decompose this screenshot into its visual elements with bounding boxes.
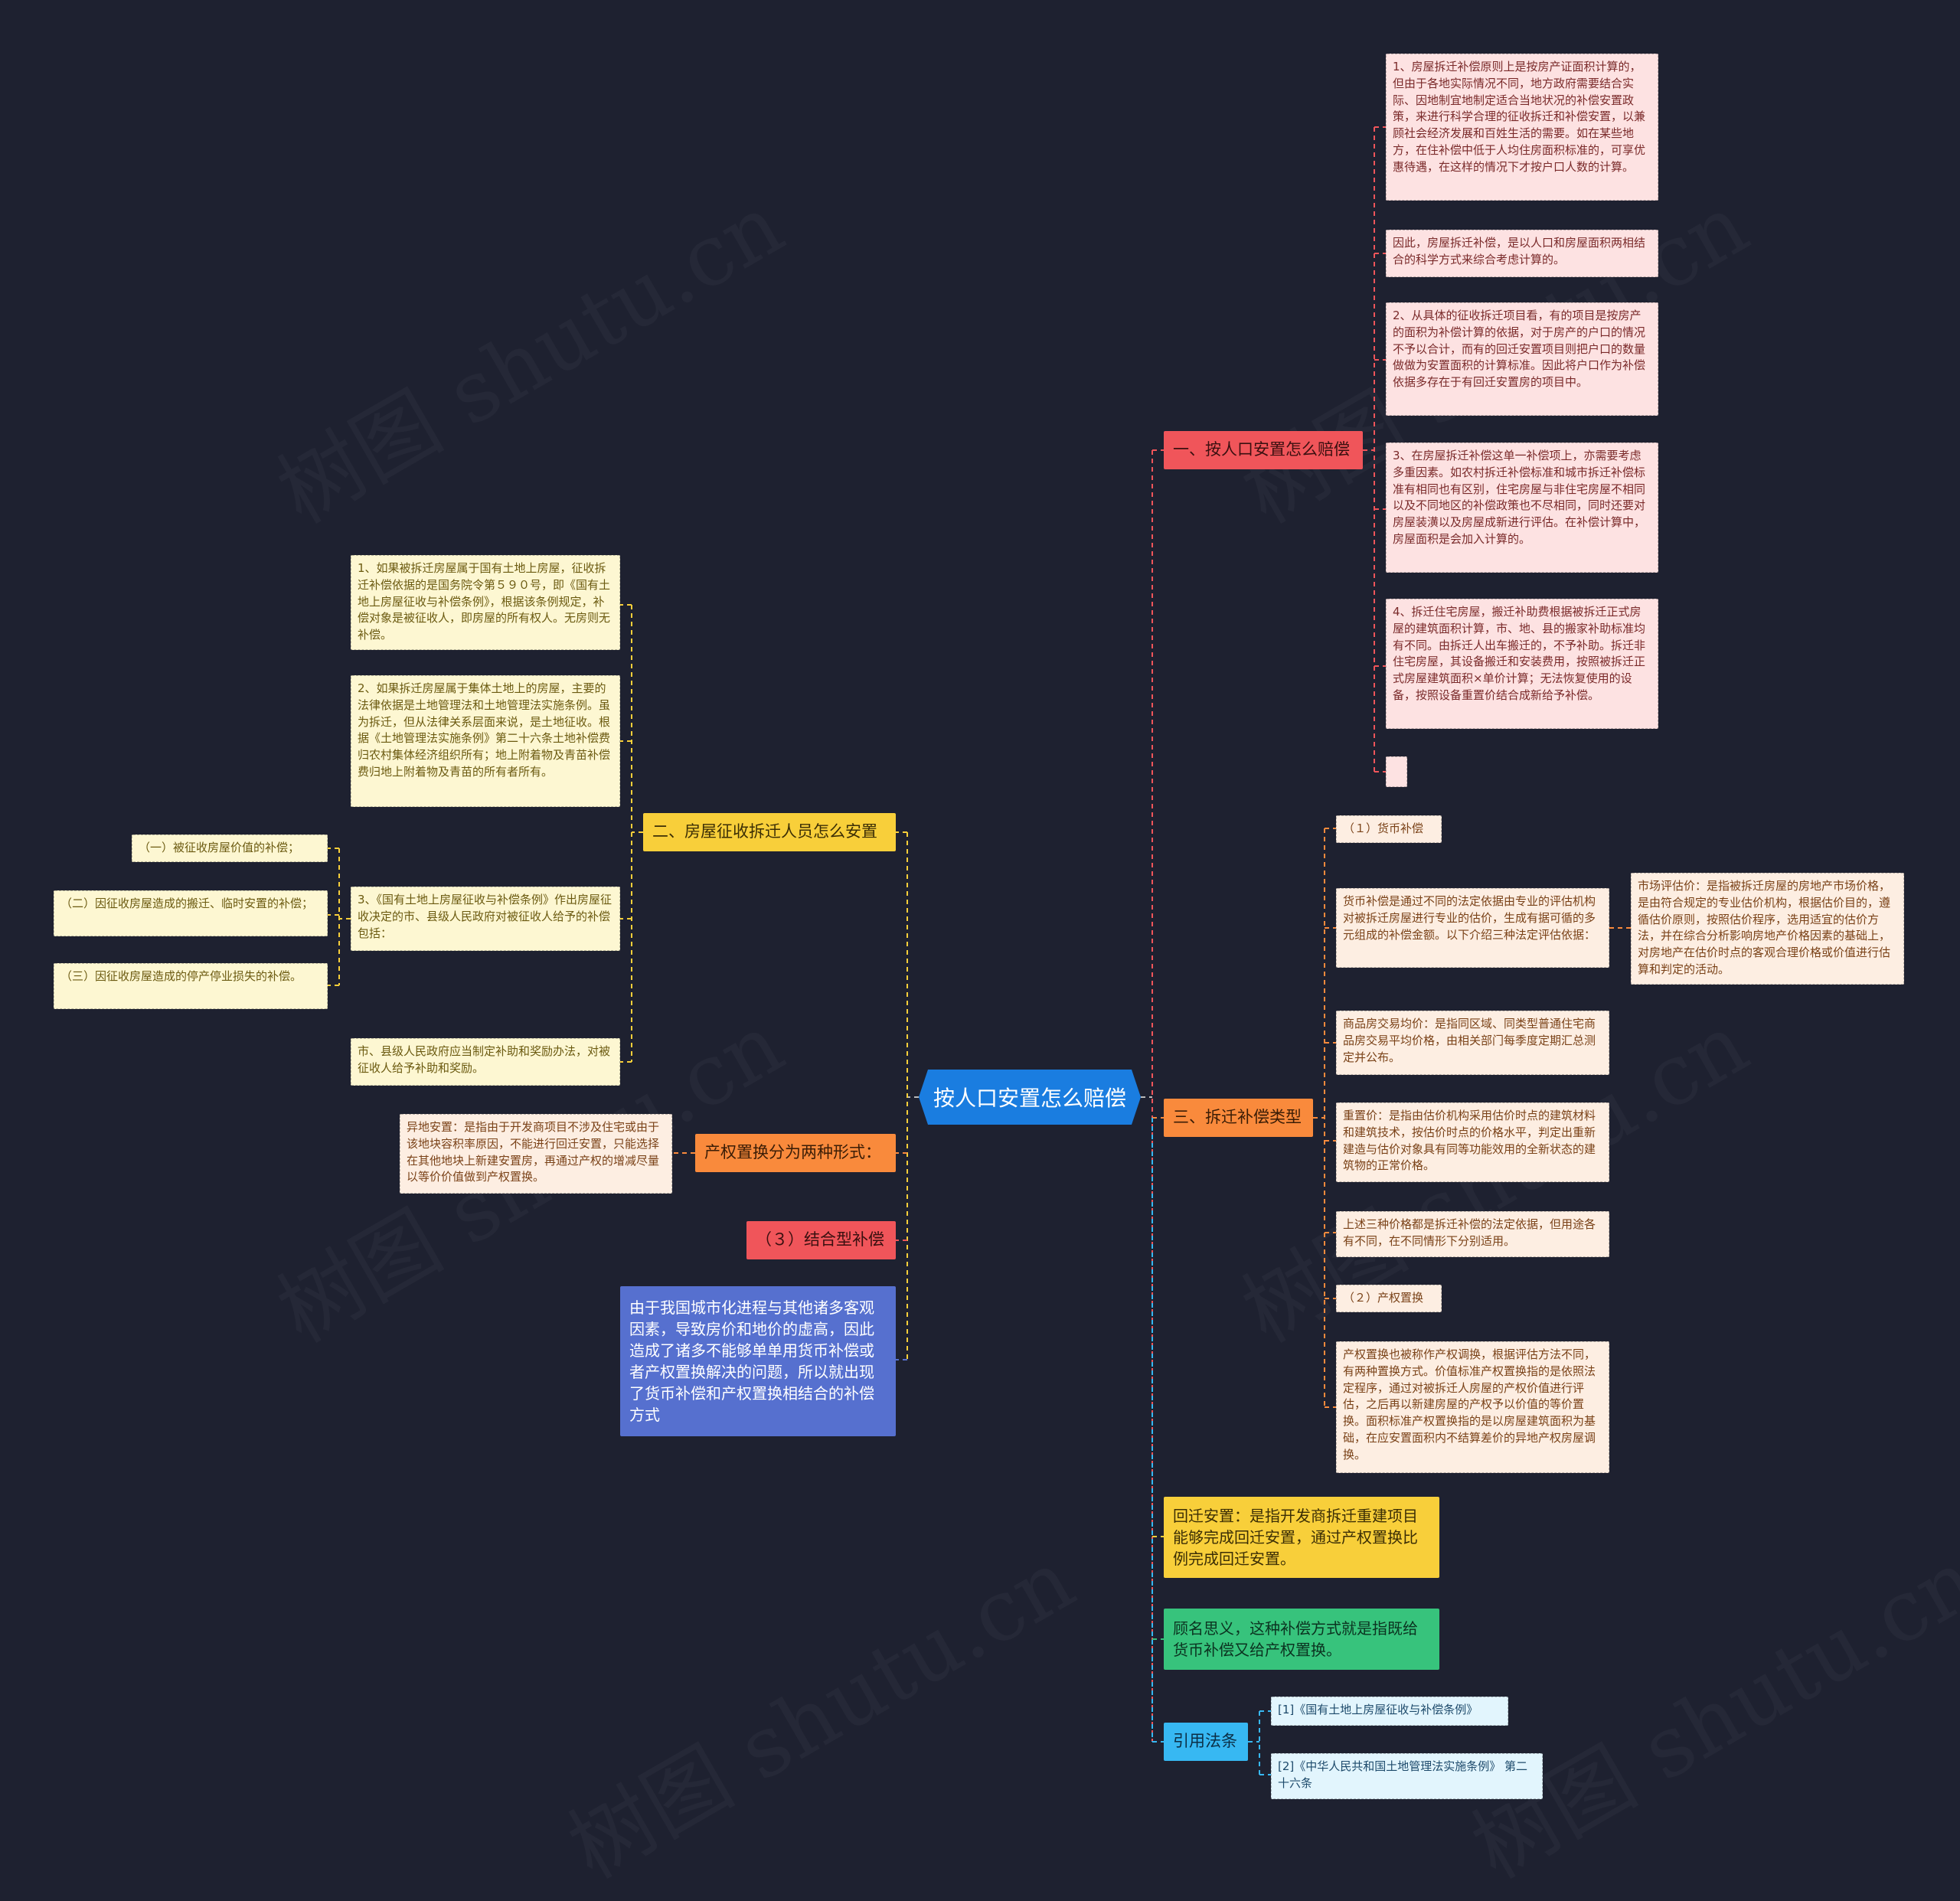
leaf-subsidy-reward: 市、县级人民政府应当制定补助和奖励办法，对被征收人给予补助和奖励。 [351, 1038, 620, 1086]
branch-combined-meaning[interactable]: 顾名思义，这种补偿方式就是指既给货币补偿又给产权置换。 [1164, 1609, 1439, 1670]
root-topic[interactable]: 按人口安置怎么赔偿 [919, 1070, 1141, 1125]
leaf-replacement-price: 重置价：是指由估价机构采用估价时点的建筑材料和建筑技术，按估价时点的价格水平，判… [1336, 1102, 1609, 1182]
branch-cited-laws[interactable]: 引用法条 [1164, 1723, 1248, 1761]
leaf-combined-method: 因此，房屋拆迁补偿，是以人口和房屋面积两相结合的科学方式来综合考虑计算的。 [1386, 230, 1658, 277]
leaf-off-site-resettlement: 异地安置：是指由于开发商项目不涉及住宅或由于该地块容积率原因，不能进行回迁安置，… [400, 1114, 672, 1194]
leaf-market-valuation: 市场评估价：是指被拆迁房屋的房地产市场价格，是由符合规定的专业估价机构，根据估价… [1631, 873, 1904, 985]
leaf-compensation-principle: 1、房屋拆迁补偿原则上是按房产证面积计算的，但由于各地实际情况不同，地方政府需要… [1386, 54, 1658, 201]
leaf-average-price: 商品房交易均价：是指同区域、同类型普通住宅商品房交易平均价格，由相关部门每季度定… [1336, 1011, 1609, 1075]
leaf-sub-house-value: （一）被征收房屋价值的补偿； [132, 835, 328, 862]
branch-property-exchange-forms[interactable]: 产权置换分为两种形式： [695, 1134, 896, 1172]
branch-compensation-types[interactable]: 三、拆迁补偿类型 [1164, 1099, 1313, 1137]
leaf-project-basis: 2、从具体的征收拆迁项目看，有的项目是按房产的面积为补偿计算的依据，对于房产的户… [1386, 302, 1658, 416]
leaf-empty [1386, 756, 1407, 787]
branch-combined-compensation[interactable]: （３）结合型补偿 [746, 1221, 896, 1259]
leaf-property-exchange: （２）产权置换 [1336, 1285, 1442, 1312]
branch-resettlement[interactable]: 二、房屋征收拆迁人员怎么安置 [643, 813, 896, 851]
leaf-collective-land: 2、如果拆迁房屋属于集体土地上的房屋，主要的法律依据是土地管理法和土地管理法实施… [351, 675, 620, 807]
branch-urbanization-reason[interactable]: 由于我国城市化进程与其他诸多客观因素，导致房价和地价的虚高，因此造成了诸多不能够… [620, 1286, 896, 1436]
leaf-sub-business-loss: （三）因征收房屋造成的停产停业损失的补偿。 [54, 963, 328, 1009]
leaf-exchange-description: 产权置换也被称作产权调换，根据评估方法不同，有两种置换方式。价值标准产权置换指的… [1336, 1341, 1609, 1473]
leaf-relocation-subsidy: 4、拆迁住宅房屋，搬迁补助费根据被拆迁正式房屋的建筑面积计算，市、地、县的搬家补… [1386, 599, 1658, 729]
leaf-law-2[interactable]: [2]《中华人民共和国土地管理法实施条例》 第二十六条 [1271, 1753, 1543, 1799]
leaf-monetary-compensation: （１）货币补偿 [1336, 815, 1442, 843]
branch-population-compensation[interactable]: 一、按人口安置怎么赔偿 [1164, 431, 1363, 469]
leaf-sub-relocation: （二）因征收房屋造成的搬迁、临时安置的补偿； [54, 890, 328, 936]
leaf-regulation-compensation: 3、《国有土地上房屋征收与补偿条例》作出房屋征收决定的市、县级人民政府对被征收人… [351, 887, 620, 951]
connector-lines [328, 126, 1631, 1775]
leaf-state-land: 1、如果被拆迁房屋属于国有土地上房屋，征收拆迁补偿依据的是国务院令第５９０号，即… [351, 555, 620, 650]
leaf-multiple-factors: 3、在房屋拆迁补偿这单一补偿项上，亦需要考虑多重因素。如农村拆迁补偿标准和城市拆… [1386, 443, 1658, 573]
leaf-monetary-description: 货币补偿是通过不同的法定依据由专业的评估机构对被拆迁房屋进行专业的估价，生成有据… [1336, 888, 1609, 968]
leaf-three-prices: 上述三种价格都是拆迁补偿的法定依据，但用途各有不同，在不同情形下分别适用。 [1336, 1211, 1609, 1257]
leaf-law-1[interactable]: [1]《国有土地上房屋征收与补偿条例》 [1271, 1697, 1508, 1726]
branch-return-resettlement[interactable]: 回迁安置：是指开发商拆迁重建项目能够完成回迁安置，通过产权置换比例完成回迁安置。 [1164, 1497, 1439, 1578]
